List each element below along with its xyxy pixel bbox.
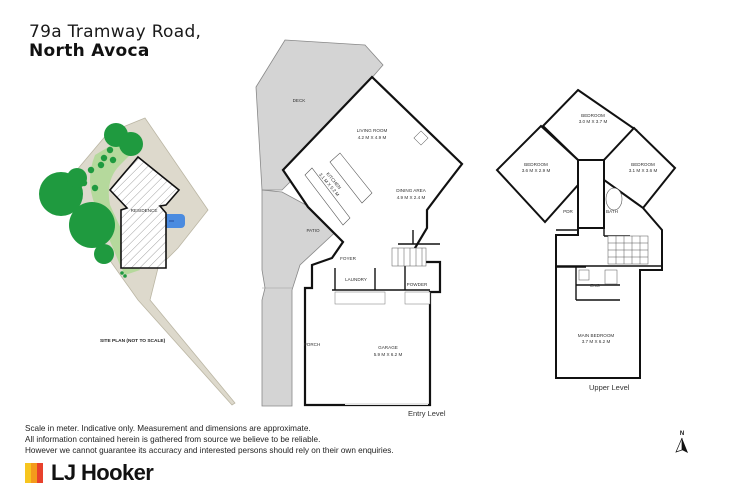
address-suburb: North Avoca	[29, 41, 150, 61]
north-arrow: N	[672, 429, 696, 459]
upper-bedroom-west	[495, 124, 579, 224]
room-label-main-bedroom: MAIN BEDROOM	[578, 333, 615, 338]
compass-icon: N	[675, 431, 688, 453]
room-label-bedroom-2: BEDROOM	[524, 162, 548, 167]
room-label-deck: DECK	[293, 98, 307, 103]
upper-level-plan: BEDROOM 3.0 M X 3.7 M BEDROOM 3.6 M X 2.…	[495, 88, 677, 379]
residence-label: RESIDENCE	[131, 208, 158, 213]
upper-bedroom-north	[541, 88, 638, 161]
room-label-bedroom-1: BEDROOM	[581, 113, 605, 118]
upper-level-label: Upper Level	[589, 383, 630, 392]
room-label-living: LIVING ROOM	[357, 128, 388, 133]
room-label-garage: GARAGE	[378, 345, 398, 350]
room-label-bath: BATH	[606, 209, 618, 214]
disclaimer-line-2: All information contained herein is gath…	[25, 435, 321, 444]
room-label-foyer: FOYER	[340, 256, 357, 261]
brand-name: LJ Hooker	[51, 460, 154, 485]
room-label-dining: DINING AREA	[396, 188, 427, 193]
site-plan: RESIDENCE	[39, 117, 236, 406]
kitchen-island	[329, 152, 373, 204]
room-dims-dining: 4.9 M X 2.4 M	[397, 195, 426, 200]
entry-main-walls	[281, 75, 464, 407]
room-label-pdr: PDR	[563, 209, 573, 214]
disclaimer: Scale in meter. Indicative only. Measure…	[25, 423, 394, 456]
room-label-porch: PORCH	[304, 342, 321, 347]
disclaimer-line-3: However we cannot guarantee its accuracy…	[25, 446, 394, 455]
kitchen-bench	[304, 167, 351, 226]
disclaimer-line-1: Scale in meter. Indicative only. Measure…	[25, 424, 311, 433]
residence-footprint	[108, 155, 181, 269]
room-dims-bedroom-2: 3.6 M X 2.9 M	[522, 168, 551, 173]
room-label-laundry: LAUNDRY	[345, 277, 367, 282]
garden-area	[90, 140, 140, 275]
entry-level-plan: DECK LIVING ROOM 4.2 M X 4.9 M KITCHEN 3…	[255, 39, 464, 407]
north-label: N	[680, 431, 684, 437]
room-dims-living: 4.2 M X 4.9 M	[358, 135, 387, 140]
room-label-ens: ENS	[590, 283, 599, 288]
room-dims-bedroom-3: 3.1 M X 3.6 M	[629, 168, 658, 173]
room-dims-garage: 5.9 M X 6.2 M	[374, 352, 403, 357]
entry-level-label: Entry Level	[408, 409, 446, 418]
trees	[39, 123, 143, 278]
room-dims-main-bedroom: 3.7 M X 6.2 M	[582, 339, 611, 344]
address-street: 79a Tramway Road,	[29, 22, 202, 42]
room-label-patio: PATIO	[306, 228, 320, 233]
room-dims-bedroom-1: 3.0 M X 3.7 M	[579, 119, 608, 124]
room-label-powder: POWDER	[407, 282, 428, 287]
site-plan-caption: SITE PLAN (NOT TO SCALE)	[100, 339, 166, 344]
logo-bars-icon	[25, 463, 43, 483]
lj-hooker-logo: LJ Hooker	[25, 460, 154, 485]
room-label-bedroom-3: BEDROOM	[631, 162, 655, 167]
